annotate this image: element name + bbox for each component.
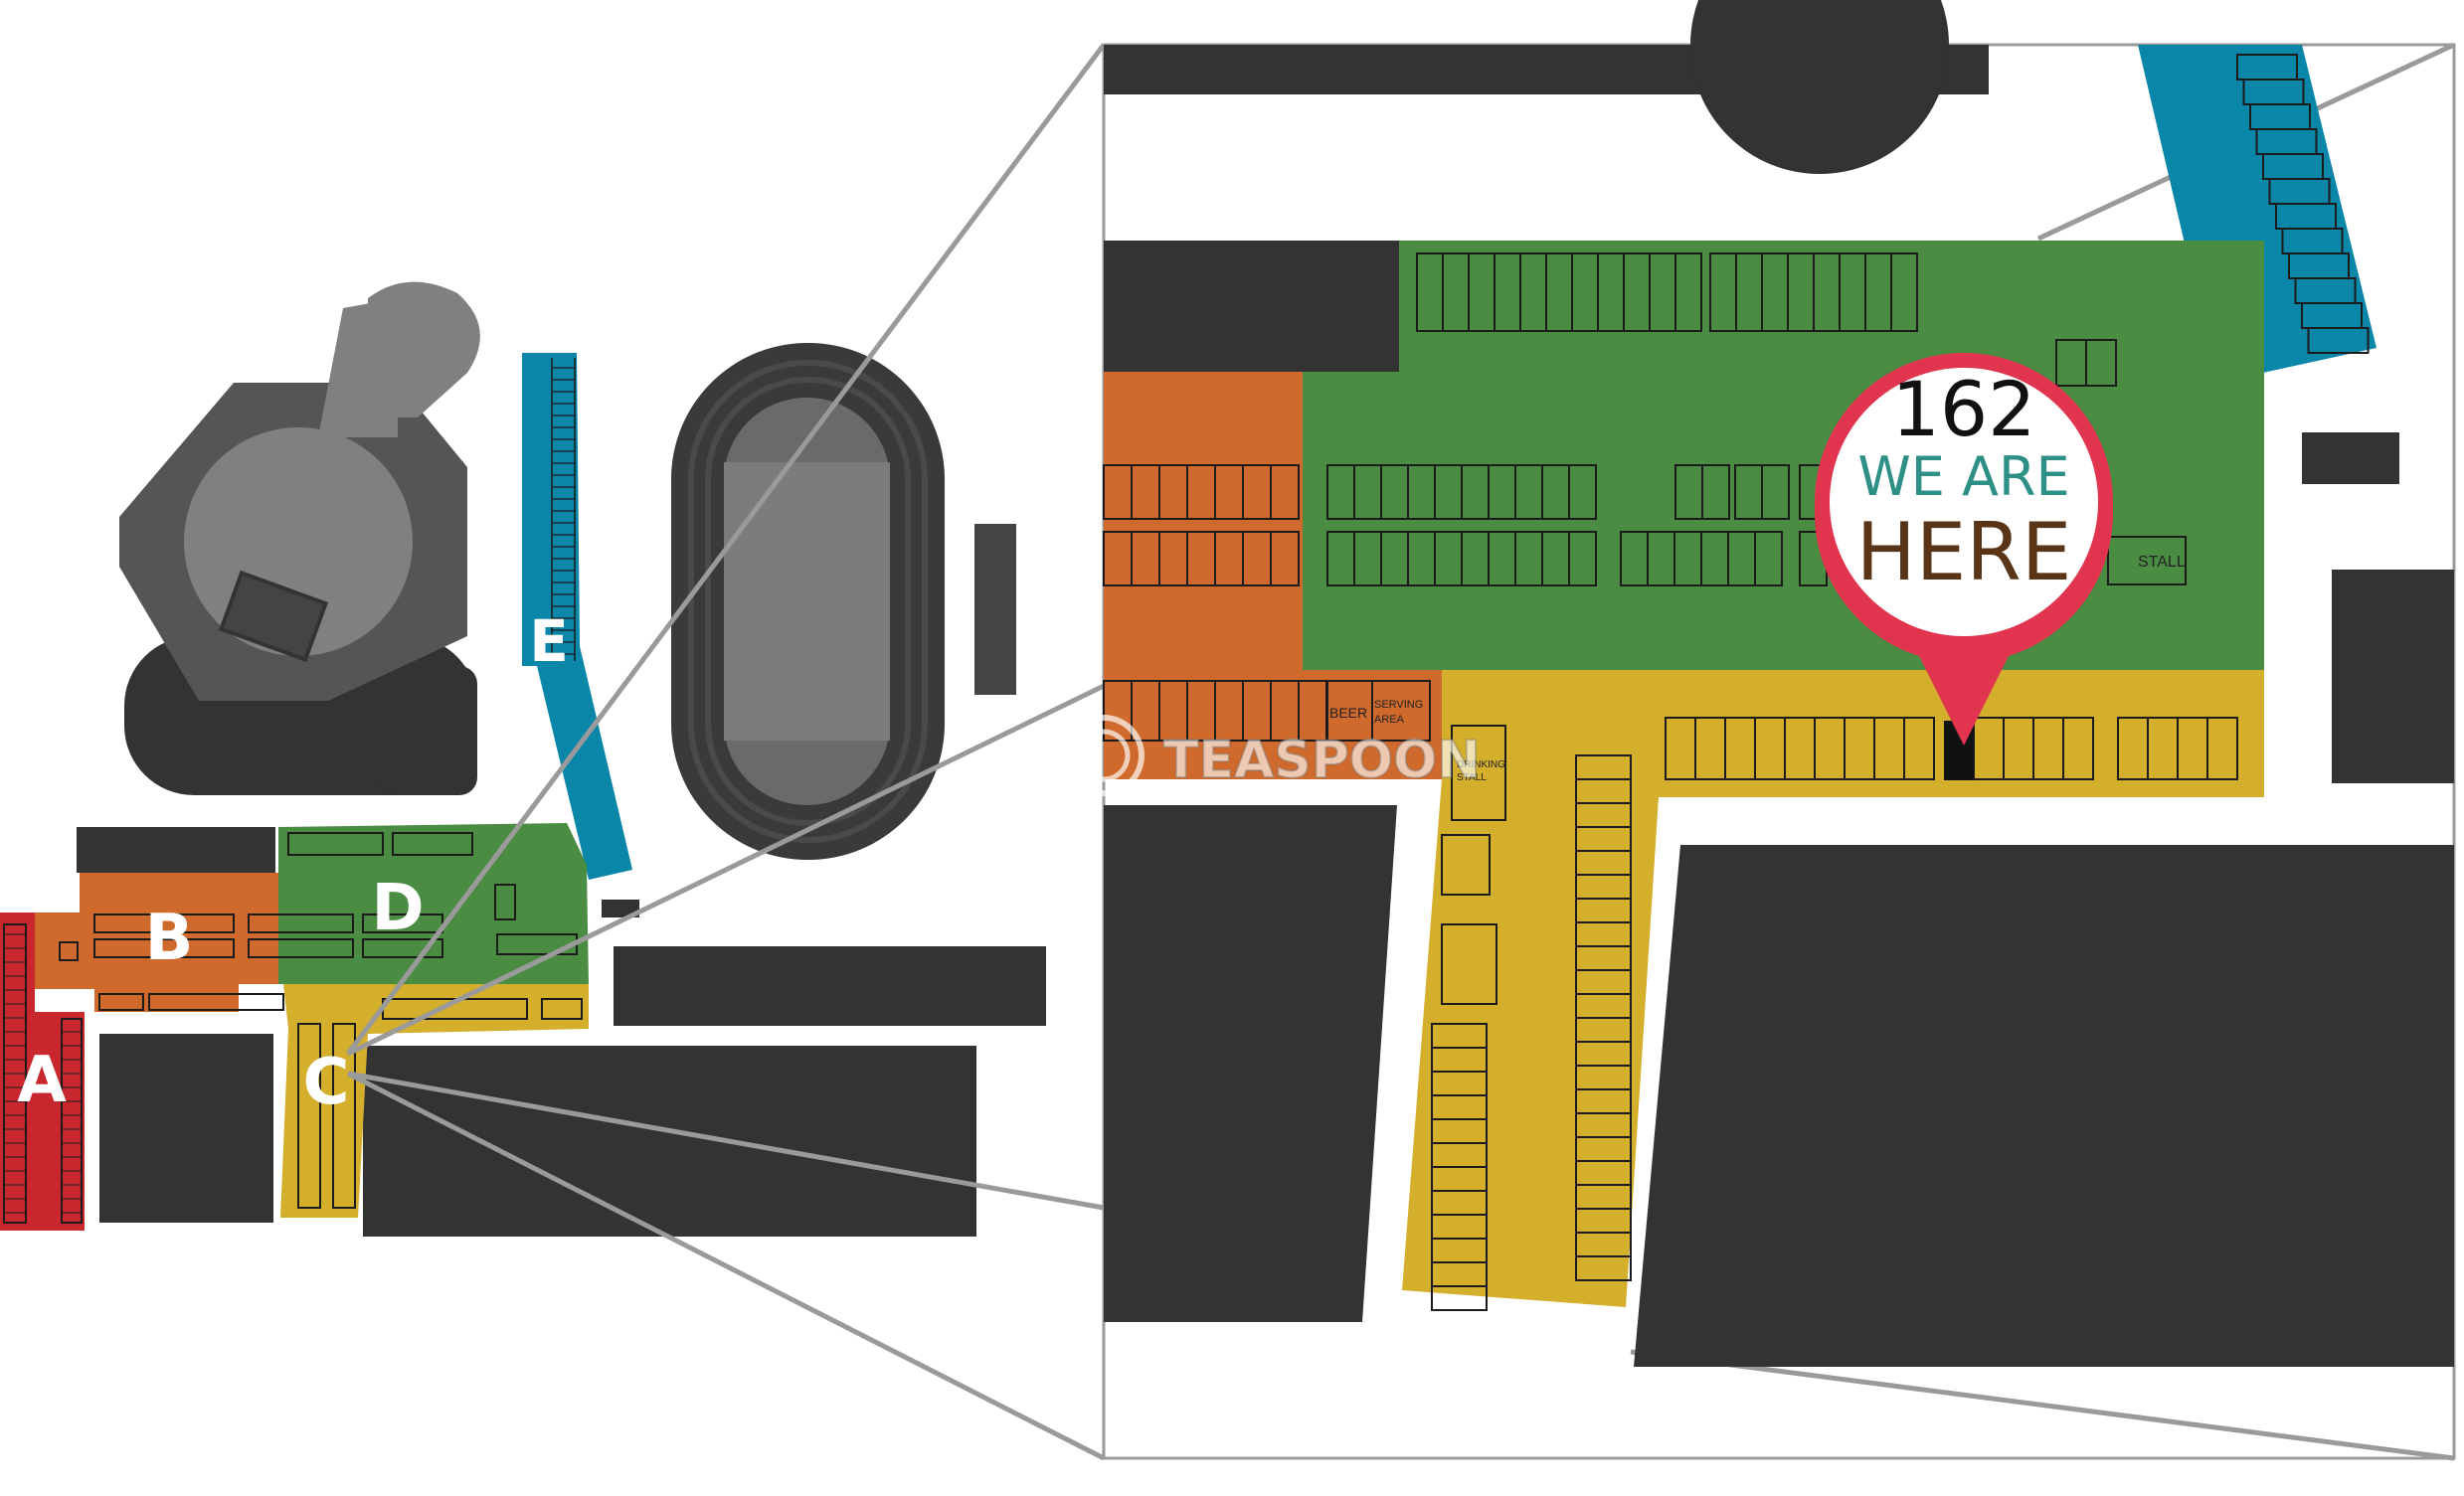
zoom-connector-lines xyxy=(345,43,1107,1461)
stadium-building xyxy=(119,281,480,795)
zone-d[interactable]: D xyxy=(248,823,589,984)
stall xyxy=(1674,252,1702,332)
connector-line xyxy=(1630,1349,2455,1461)
zone-a-label: A xyxy=(17,1044,67,1117)
building xyxy=(1104,805,1397,1322)
zone-b-detail[interactable]: BEER SERVING AREA xyxy=(1103,372,1442,779)
zone-d-label: D xyxy=(371,872,424,945)
stall xyxy=(1903,717,1935,780)
stall xyxy=(2307,327,2370,354)
svg-text:TEASPOON: TEASPOON xyxy=(1163,731,1481,790)
stall xyxy=(1441,923,1497,1005)
building xyxy=(614,946,1046,1026)
stall xyxy=(1270,464,1300,520)
booth-number: 162 xyxy=(1891,365,2035,453)
building xyxy=(1690,0,1949,174)
stall xyxy=(1890,252,1918,332)
running-track xyxy=(671,343,945,860)
overview-map: E A xyxy=(0,281,1046,1237)
small-building xyxy=(974,524,1016,695)
building xyxy=(602,900,639,917)
detail-inset: STALL BEER SERVING AREA DRINKING STALL xyxy=(1063,0,2456,1461)
stall xyxy=(1575,1255,1632,1281)
here-text: HERE xyxy=(1856,506,2072,598)
stall xyxy=(2206,717,2238,780)
building xyxy=(77,827,275,873)
stall xyxy=(1568,464,1597,520)
building xyxy=(2332,570,2454,783)
stall xyxy=(2062,717,2094,780)
stall xyxy=(1431,1285,1488,1311)
stall xyxy=(1568,531,1597,586)
we-are-text: WE ARE xyxy=(1857,445,2069,508)
stall xyxy=(1270,531,1300,586)
building xyxy=(1634,845,2454,1367)
teaspoon-watermark: TEASPOON xyxy=(1063,715,1482,796)
building xyxy=(363,1046,976,1237)
we-are-here-pin[interactable]: 162 WE ARE HERE xyxy=(1815,353,2113,746)
drinking-stall xyxy=(1451,725,1506,821)
building xyxy=(99,1034,273,1223)
zone-e-label: E xyxy=(529,607,569,675)
zone-d-detail[interactable]: STALL xyxy=(1303,241,2264,670)
stall xyxy=(2085,339,2117,387)
beer-label: BEER xyxy=(1329,705,1367,721)
zone-e[interactable]: E xyxy=(522,353,632,880)
stall xyxy=(1754,531,1783,586)
stall xyxy=(1761,464,1790,520)
serving-area-label-1: SERVING xyxy=(1374,699,1423,711)
zone-b[interactable]: B xyxy=(35,873,284,1012)
stall xyxy=(1441,834,1491,896)
zone-b-label: B xyxy=(145,902,194,975)
drinking-stall-label-2: STALL xyxy=(1457,772,1487,783)
building xyxy=(1104,241,1399,372)
stall-box xyxy=(2107,536,2187,585)
serving-area-label-2: AREA xyxy=(1374,714,1405,726)
drinking-stall-label-1: DRINKING xyxy=(1457,759,1505,770)
stall xyxy=(1701,464,1730,520)
zone-c-label: C xyxy=(303,1046,350,1119)
building xyxy=(2302,432,2399,484)
zone-a[interactable]: A xyxy=(0,913,85,1231)
zone-c-detail[interactable]: DRINKING STALL xyxy=(1402,670,2264,1311)
stall-label: STALL xyxy=(2138,554,2186,571)
